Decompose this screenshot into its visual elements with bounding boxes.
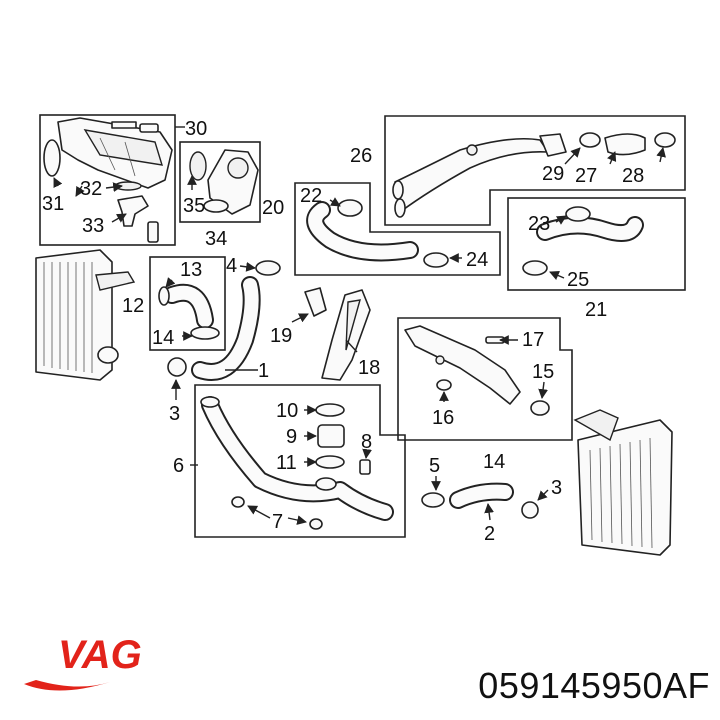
duct-19-part xyxy=(321,289,371,381)
charge-pipe-27-part xyxy=(392,133,567,218)
hose-13-part xyxy=(158,283,220,340)
callout-14: 14 xyxy=(152,327,174,349)
clamps-9-11-part xyxy=(315,403,371,475)
group-box-15 xyxy=(397,317,573,441)
throttle-body-part xyxy=(189,149,259,215)
group-box-12 xyxy=(149,256,226,351)
hose-1-part xyxy=(167,260,281,381)
coolant-pipe-15-part xyxy=(404,325,550,416)
callout-7: 7 xyxy=(272,511,283,533)
callout-17: 16 xyxy=(432,407,454,429)
intake-manifold-part xyxy=(43,117,173,189)
exploded-parts-diagram: 30 31 32 33 35 34 26 29 27 28 22 20 24 2… xyxy=(35,114,686,556)
callout-21: 20 xyxy=(262,197,284,219)
group-box-35 xyxy=(179,141,261,223)
callout-23: 22 xyxy=(300,185,322,207)
callout-27: 26 xyxy=(350,145,372,167)
charge-pipe-6-part xyxy=(200,396,394,530)
callout-35: 34 xyxy=(205,228,227,250)
callout-22: 21 xyxy=(585,299,607,321)
callout-31: 30 xyxy=(185,118,207,140)
callout-labels: 30 31 32 33 35 34 26 29 27 28 22 20 24 2… xyxy=(42,118,644,545)
callout-3-right: 3 xyxy=(551,477,562,499)
callout-25: 24 xyxy=(466,249,488,271)
callout-9: 9 xyxy=(286,426,297,448)
callout-24: 23 xyxy=(528,213,550,235)
callout-4: 4 xyxy=(226,255,237,277)
hose-21-part xyxy=(306,199,449,268)
group-box-22 xyxy=(507,197,686,291)
hose-22-part xyxy=(522,206,644,276)
callout-1: 1 xyxy=(258,360,269,382)
group-box-31 xyxy=(39,114,185,246)
part-number: 059145950AF xyxy=(478,665,710,706)
group-box-21 xyxy=(294,182,501,276)
callout-33: 32 xyxy=(80,178,102,200)
callout-5: 5 xyxy=(429,455,440,477)
callout-34: 33 xyxy=(82,215,104,237)
vag-logo-swoosh xyxy=(24,680,110,691)
callout-10: 10 xyxy=(276,400,298,422)
right-intercooler-part xyxy=(573,409,673,556)
clamps-28-30-part xyxy=(579,132,676,156)
callout-30: 29 xyxy=(542,163,564,185)
callout-12: 12 xyxy=(122,295,144,317)
callout-28: 27 xyxy=(575,165,597,187)
callout-32: 31 xyxy=(42,193,64,215)
callout-8: 8 xyxy=(361,431,372,453)
callout-11: 11 xyxy=(276,452,297,474)
callout-20: 19 xyxy=(270,325,292,347)
callout-19: 18 xyxy=(358,357,380,379)
throttle-gasket-part xyxy=(114,181,159,243)
callout-26: 25 xyxy=(567,269,589,291)
vag-logo-text: VAG xyxy=(58,633,142,677)
bracket-20-part xyxy=(304,287,327,317)
callout-16: 15 xyxy=(532,361,554,383)
hose-2-part xyxy=(421,482,539,519)
group-box-27 xyxy=(384,115,686,226)
left-intercooler-part xyxy=(35,249,136,381)
callout-13: 13 xyxy=(180,259,202,281)
callout-18: 17 xyxy=(522,329,544,351)
callout-2: 2 xyxy=(484,523,495,545)
callout-6: 6 xyxy=(173,455,184,477)
callout-36: 35 xyxy=(183,195,205,217)
leader-lines xyxy=(53,147,666,525)
callout-15: 14 xyxy=(483,451,505,473)
callout-3-left: 3 xyxy=(169,403,180,425)
callout-29: 28 xyxy=(622,165,644,187)
group-box-6 xyxy=(194,384,406,538)
vag-logo: VAG xyxy=(24,633,142,691)
